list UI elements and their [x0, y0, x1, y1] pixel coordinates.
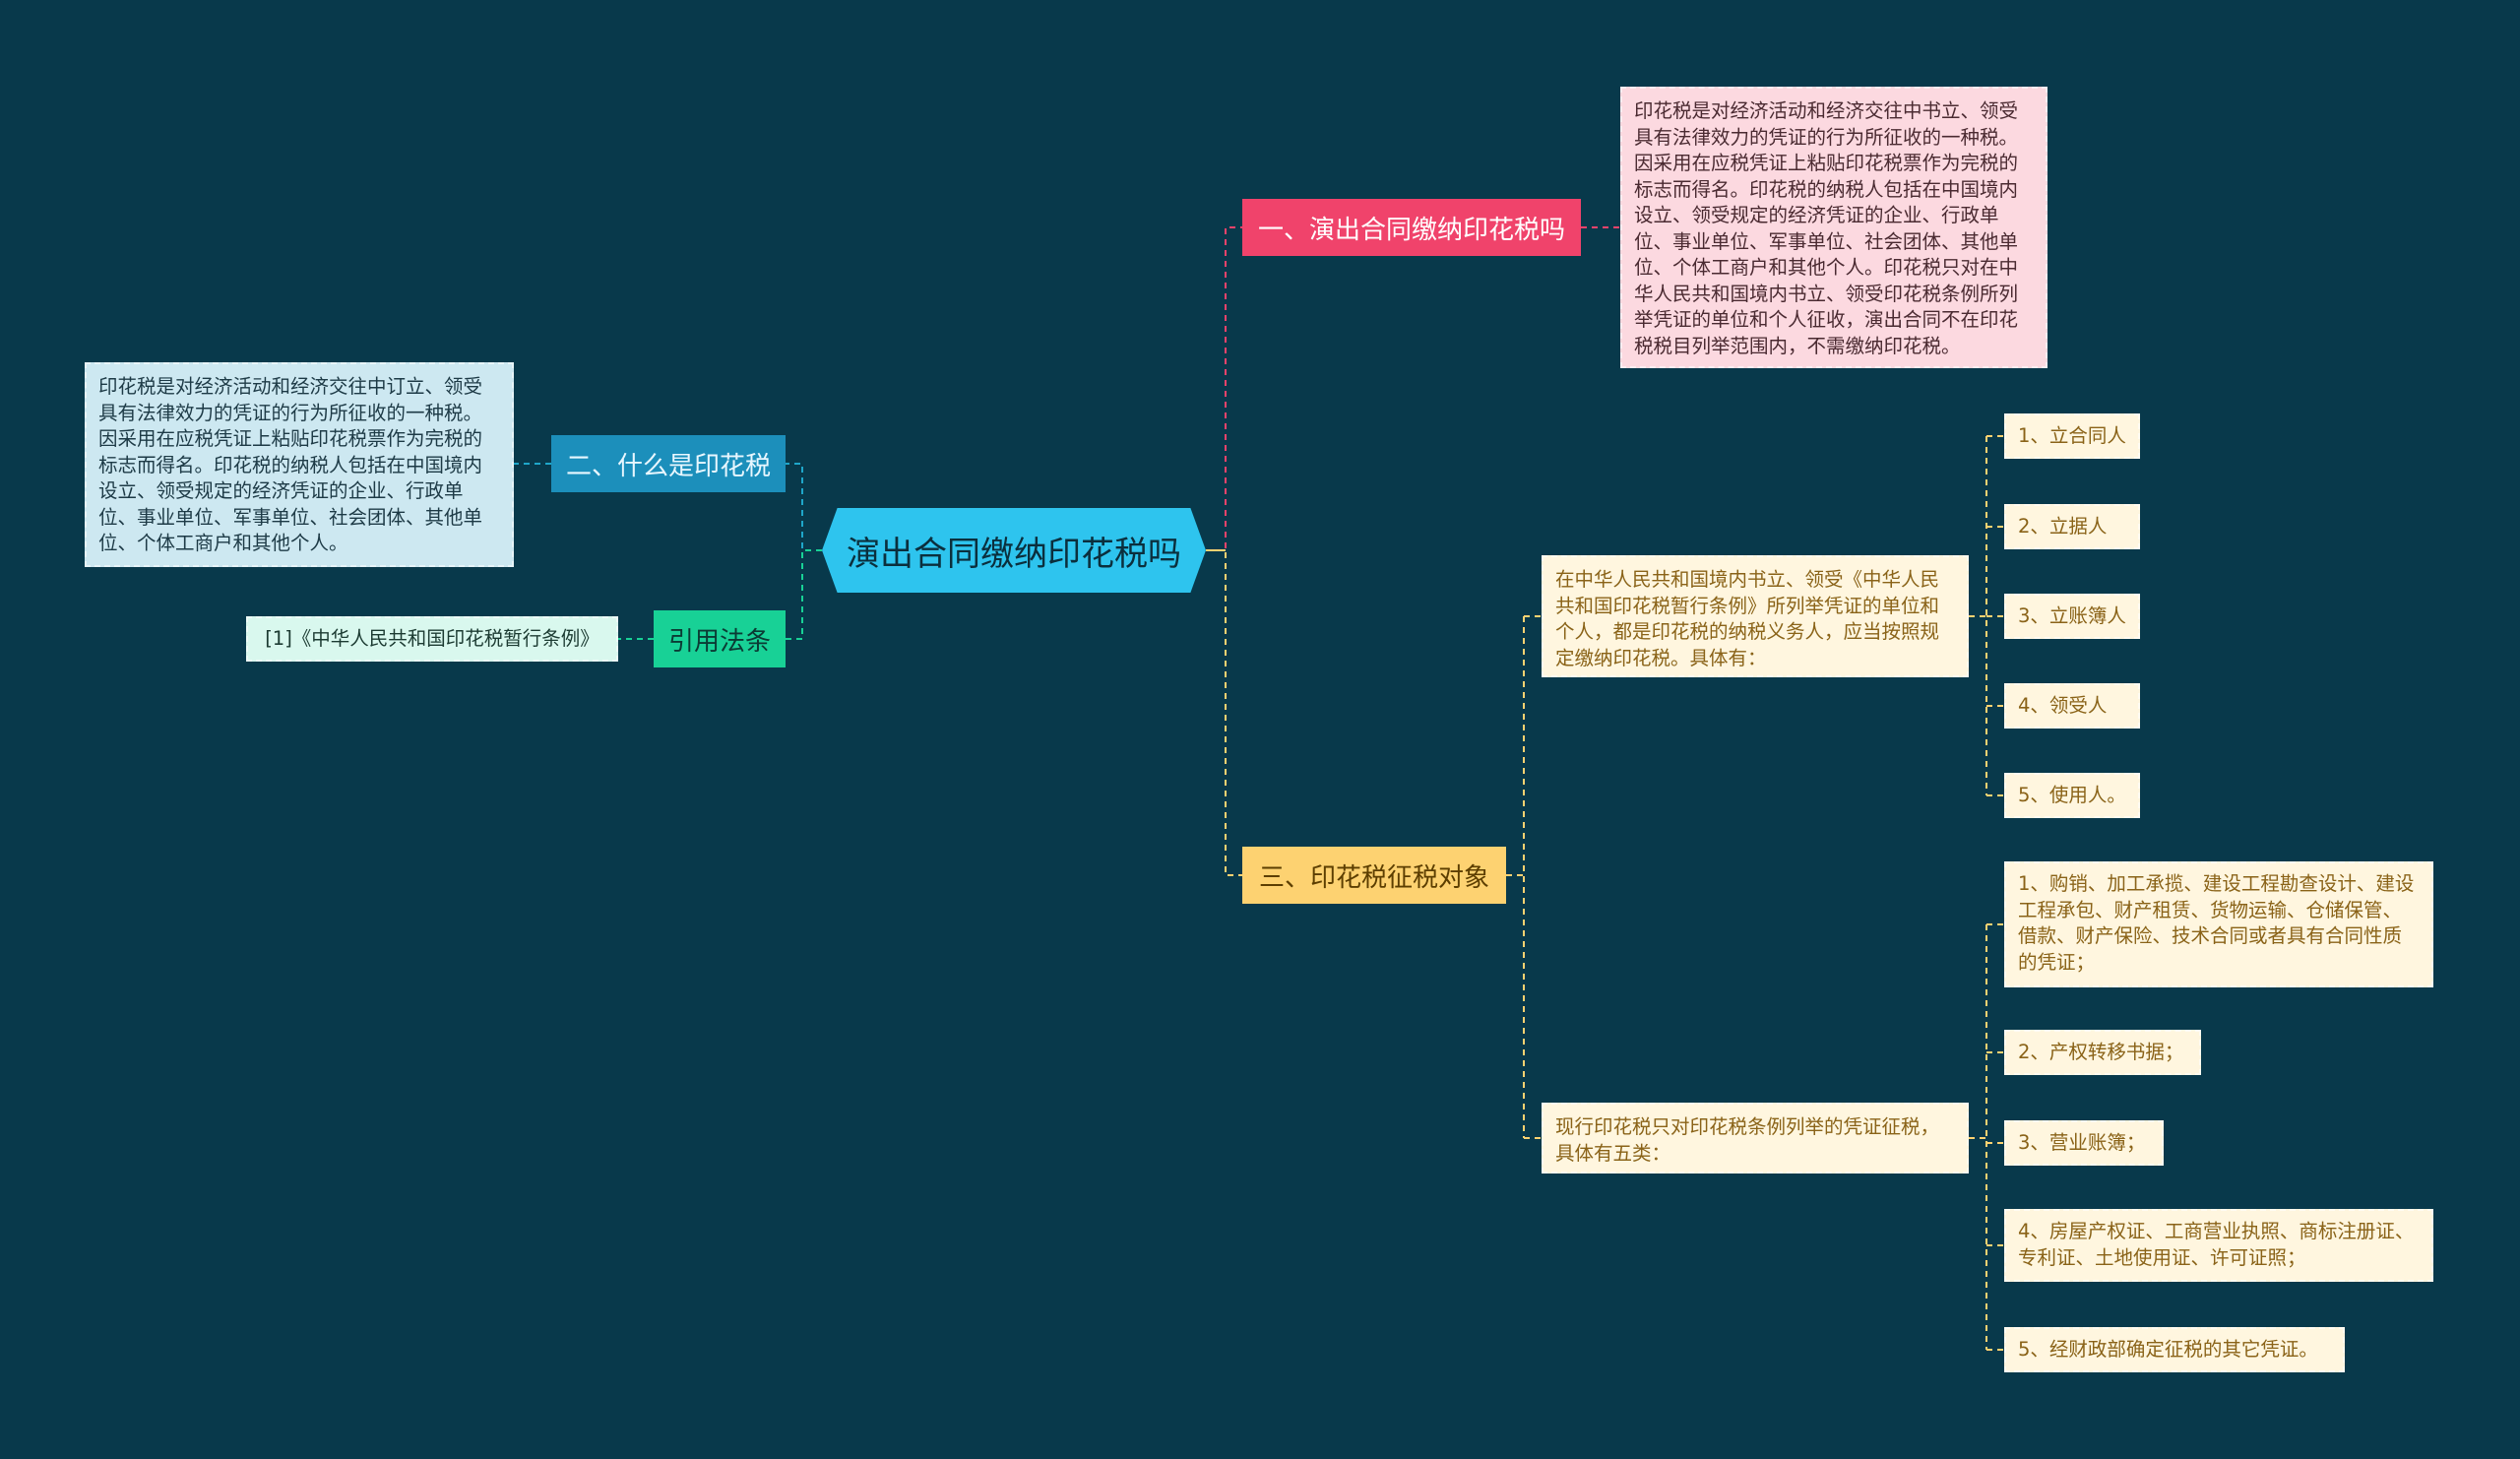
leaf-b-5[interactable]: 5、经财政部确定征税的其它凭证。 — [2004, 1327, 2345, 1372]
leaf-a-3-text: 3、立账簿人 — [2018, 604, 2126, 627]
topic-4-label: 引用法条 — [667, 626, 771, 657]
topic-3-label: 三、印花税征税对象 — [1258, 862, 1489, 893]
leaf-b-3-text: 3、营业账簿； — [2018, 1131, 2146, 1154]
link-b-leaves — [1969, 923, 2004, 1351]
link-center-t4 — [786, 549, 822, 640]
topic-2-label: 二、什么是印花税 — [565, 451, 771, 481]
leaf-b-4[interactable]: 4、房屋产权证、工商营业执照、商标注册证、专利证、土地使用证、许可证照； — [2004, 1209, 2433, 1282]
link-center-t2 — [786, 463, 822, 551]
topic-4-note-text: [1]《中华人民共和国印花税暂行条例》 — [265, 626, 599, 650]
topic-3-sub-b-text: 现行印花税只对印花税条例列举的凭证征税，具体有五类： — [1555, 1115, 1940, 1165]
link-a-leaves — [1969, 435, 2004, 796]
leaf-a-4-text: 4、领受人 — [2018, 694, 2108, 717]
leaf-a-1-text: 1、立合同人 — [2018, 424, 2126, 447]
link-t3-subs — [1506, 615, 1542, 1139]
topic-1[interactable]: 一、演出合同缴纳印花税吗 — [1242, 199, 1581, 256]
leaf-b-4-text: 4、房屋产权证、工商营业执照、商标注册证、专利证、土地使用证、许可证照； — [2018, 1220, 2415, 1269]
topic-2-note-text: 印花税是对经济活动和经济交往中订立、领受具有法律效力的凭证的行为所征收的一种税。… — [98, 375, 483, 554]
topic-3[interactable]: 三、印花税征税对象 — [1242, 847, 1506, 904]
link-center-t1 — [1206, 226, 1242, 551]
leaf-a-2[interactable]: 2、立据人 — [2004, 504, 2140, 549]
leaf-b-1[interactable]: 1、购销、加工承揽、建设工程勘查设计、建设工程承包、财产租赁、货物运输、仓储保管… — [2004, 861, 2433, 987]
leaf-a-5[interactable]: 5、使用人。 — [2004, 773, 2140, 818]
topic-2[interactable]: 二、什么是印花税 — [551, 435, 786, 492]
topic-1-note[interactable]: 印花税是对经济活动和经济交往中书立、领受具有法律效力的凭证的行为所征收的一种税。… — [1620, 87, 2048, 368]
central-topic[interactable]: 演出合同缴纳印花税吗 — [822, 508, 1206, 593]
topic-3-sub-a[interactable]: 在中华人民共和国境内书立、领受《中华人民共和国印花税暂行条例》所列举凭证的单位和… — [1542, 555, 1969, 677]
topic-3-sub-b[interactable]: 现行印花税只对印花税条例列举的凭证征税，具体有五类： — [1542, 1103, 1969, 1174]
topic-4-note[interactable]: [1]《中华人民共和国印花税暂行条例》 — [246, 616, 618, 662]
leaf-a-5-text: 5、使用人。 — [2018, 784, 2126, 806]
topic-3-sub-a-text: 在中华人民共和国境内书立、领受《中华人民共和国印花税暂行条例》所列举凭证的单位和… — [1555, 568, 1940, 669]
leaf-b-2[interactable]: 2、产权转移书据； — [2004, 1030, 2201, 1075]
central-topic-label: 演出合同缴纳印花税吗 — [847, 534, 1181, 574]
leaf-a-4[interactable]: 4、领受人 — [2004, 683, 2140, 729]
topic-1-label: 一、演出合同缴纳印花税吗 — [1257, 215, 1565, 245]
leaf-a-3[interactable]: 3、立账簿人 — [2004, 594, 2140, 639]
leaf-a-2-text: 2、立据人 — [2018, 515, 2108, 538]
leaf-b-1-text: 1、购销、加工承揽、建设工程勘查设计、建设工程承包、财产租赁、货物运输、仓储保管… — [2018, 872, 2415, 974]
leaf-a-1[interactable]: 1、立合同人 — [2004, 413, 2140, 459]
topic-4[interactable]: 引用法条 — [654, 610, 786, 667]
topic-1-note-text: 印花税是对经济活动和经济交往中书立、领受具有法律效力的凭证的行为所征收的一种税。… — [1634, 99, 2019, 357]
link-center-t3 — [1206, 549, 1242, 876]
leaf-b-3[interactable]: 3、营业账簿； — [2004, 1120, 2164, 1166]
leaf-b-5-text: 5、经财政部确定征税的其它凭证。 — [2018, 1338, 2318, 1361]
topic-2-note[interactable]: 印花税是对经济活动和经济交往中订立、领受具有法律效力的凭证的行为所征收的一种税。… — [85, 362, 514, 567]
leaf-b-2-text: 2、产权转移书据； — [2018, 1041, 2184, 1063]
